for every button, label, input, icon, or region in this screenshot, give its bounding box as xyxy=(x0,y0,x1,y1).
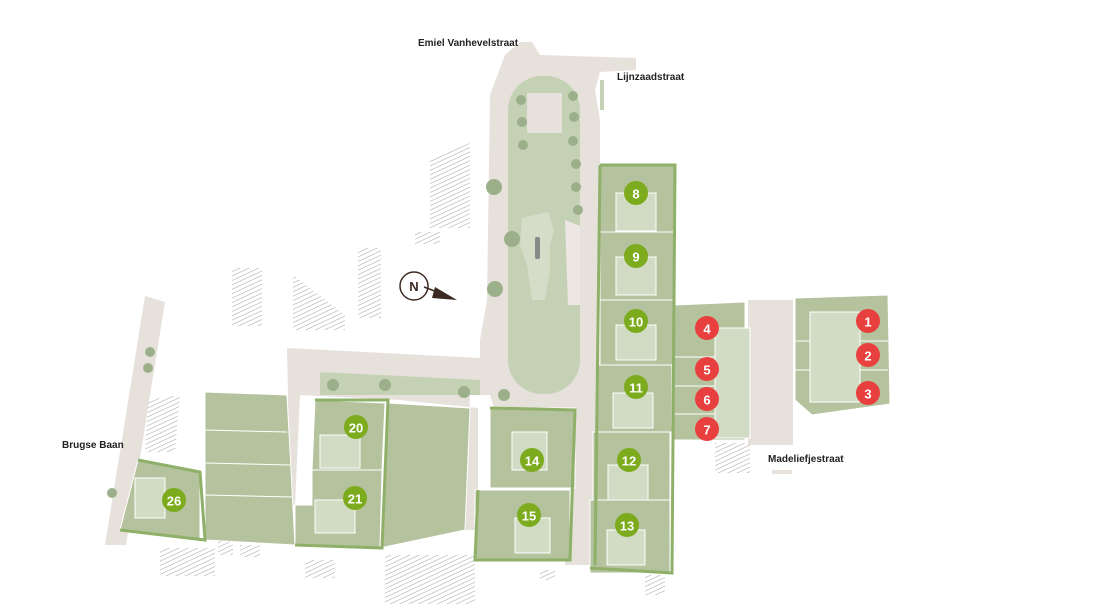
lot-marker-badge xyxy=(517,503,541,527)
lot-marker-badge xyxy=(695,417,719,441)
lot-marker-badge xyxy=(856,381,880,405)
lot-marker-11[interactable]: 11 xyxy=(624,375,648,399)
lot-number: 11 xyxy=(629,381,643,396)
lot-marker-5[interactable]: 5 xyxy=(695,357,719,381)
lot-number: 6 xyxy=(703,393,710,408)
plot-borders xyxy=(119,163,677,575)
lot-marker-badge xyxy=(695,387,719,411)
lot-marker-badge xyxy=(615,513,639,537)
lot-marker-badge xyxy=(617,448,641,472)
street-label-brugse-baan: Brugse Baan xyxy=(62,440,124,451)
lot-marker-26[interactable]: 26 xyxy=(162,488,186,512)
lot-marker-15[interactable]: 15 xyxy=(517,503,541,527)
lot-number: 8 xyxy=(632,187,639,202)
lot-marker-14[interactable]: 14 xyxy=(520,448,544,472)
lot-marker-2[interactable]: 2 xyxy=(856,343,880,367)
lot-number: 1 xyxy=(864,315,871,330)
lot-marker-13[interactable]: 13 xyxy=(615,513,639,537)
lot-number: 15 xyxy=(522,509,536,524)
street-label-emiel-vanhevelstraat: Emiel Vanhevelstraat xyxy=(418,38,519,49)
lot-marker-badge xyxy=(856,309,880,333)
lot-marker-12[interactable]: 12 xyxy=(617,448,641,472)
lot-marker-6[interactable]: 6 xyxy=(695,387,719,411)
lot-marker-badge xyxy=(624,375,648,399)
lot-marker-9[interactable]: 9 xyxy=(624,244,648,268)
street-label-lijnzaadstraat: Lijnzaadstraat xyxy=(617,72,685,83)
lot-number: 10 xyxy=(629,315,643,330)
lot-marker-8[interactable]: 8 xyxy=(624,181,648,205)
lot-marker-badge xyxy=(856,343,880,367)
lot-number: 20 xyxy=(349,421,363,436)
lot-number: 3 xyxy=(864,387,871,402)
lot-number: 9 xyxy=(632,250,639,265)
lot-number: 26 xyxy=(167,494,181,509)
lot-number: 12 xyxy=(622,454,636,469)
lot-marker-badge xyxy=(344,415,368,439)
lot-marker-badge xyxy=(624,244,648,268)
lot-marker-badge xyxy=(624,309,648,333)
lot-marker-badge xyxy=(695,316,719,340)
lot-number: 2 xyxy=(864,349,871,364)
lot-marker-20[interactable]: 20 xyxy=(344,415,368,439)
houses xyxy=(134,192,861,566)
lot-marker-badge xyxy=(520,448,544,472)
lot-number: 5 xyxy=(703,363,710,378)
lot-marker-badge xyxy=(343,486,367,510)
central-park xyxy=(300,76,604,395)
lot-number: 21 xyxy=(348,492,362,507)
lot-marker-badge xyxy=(162,488,186,512)
trees xyxy=(107,91,583,498)
compass-label: N xyxy=(409,279,418,294)
lot-marker-1[interactable]: 1 xyxy=(856,309,880,333)
lot-number: 13 xyxy=(620,519,634,534)
lot-marker-7[interactable]: 7 xyxy=(695,417,719,441)
lot-number: 7 xyxy=(703,423,710,438)
lot-number: 14 xyxy=(525,454,540,469)
lot-number: 4 xyxy=(703,322,711,337)
lot-marker-3[interactable]: 3 xyxy=(856,381,880,405)
lot-marker-badge xyxy=(695,357,719,381)
lot-marker-4[interactable]: 4 xyxy=(695,316,719,340)
compass-north-arrow: N xyxy=(399,271,457,301)
lot-marker-badge xyxy=(624,181,648,205)
lot-marker-21[interactable]: 21 xyxy=(343,486,367,510)
lot-marker-10[interactable]: 10 xyxy=(624,309,648,333)
street-label-madeliefjestraat: Madeliefjestraat xyxy=(768,454,844,465)
